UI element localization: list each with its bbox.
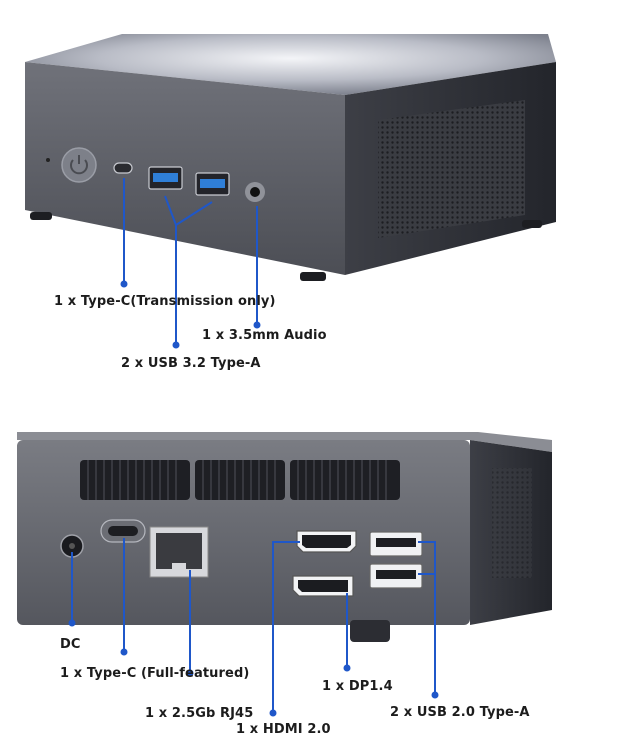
hdmi-port-icon [296, 530, 357, 553]
label-type-c-transmission: 1 x Type-C(Transmission only) [54, 294, 276, 309]
rear-callout-lines [71, 538, 436, 711]
rj45-port-icon [149, 526, 209, 578]
usb-a-port-icon [148, 166, 230, 196]
front-callout-lines [123, 178, 258, 343]
label-type-c-full: 1 x Type-C (Full-featured) [60, 666, 250, 681]
usb-a-port-icon [369, 531, 423, 589]
displayport-icon [292, 575, 354, 597]
label-usb20: 2 x USB 2.0 Type-A [390, 705, 530, 720]
label-rj45: 1 x 2.5Gb RJ45 [145, 706, 254, 721]
front-device [25, 34, 556, 281]
label-dp: 1 x DP1.4 [322, 679, 393, 694]
label-audio: 1 x 3.5mm Audio [202, 328, 327, 343]
label-usb32: 2 x USB 3.2 Type-A [121, 356, 261, 371]
power-button-icon [61, 147, 97, 183]
usb-c-port-icon [100, 519, 146, 543]
label-dc: DC [60, 637, 81, 652]
audio-jack-icon [245, 182, 265, 202]
rear-device [17, 432, 552, 642]
usb-c-port-icon [113, 162, 133, 174]
label-hdmi: 1 x HDMI 2.0 [236, 722, 331, 737]
